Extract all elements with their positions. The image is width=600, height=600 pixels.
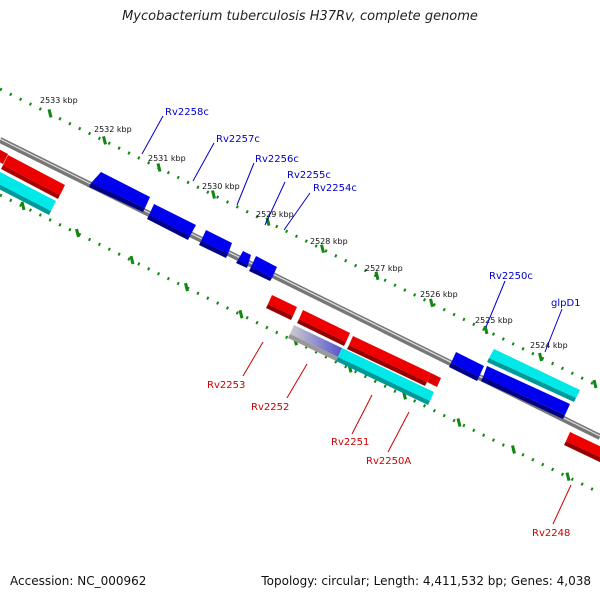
tick-label: 2530 kbp (202, 182, 240, 191)
leader-line (141, 115, 164, 155)
leader-line (351, 394, 373, 435)
major-tick (456, 418, 462, 427)
gene-rv2254c[interactable] (249, 256, 277, 281)
gene-label-rv2258c[interactable]: Rv2258c (165, 107, 209, 118)
gene-glpd1[interactable] (481, 366, 570, 419)
major-tick (511, 445, 516, 454)
leader-line (485, 280, 506, 328)
major-tick (184, 282, 189, 292)
outer-tick-track (0, 87, 600, 389)
leader-line (283, 192, 311, 231)
cds-left-cyan (0, 172, 56, 215)
leader-line (552, 484, 572, 525)
gene-rv2255c[interactable] (236, 251, 251, 268)
reverse-label-leaders (242, 341, 572, 525)
gene-label-rv2252[interactable]: Rv2252 (251, 402, 289, 413)
forward-label-leaders (141, 115, 563, 353)
gene-rv2257c[interactable] (147, 204, 196, 240)
leader-line (264, 181, 286, 226)
tick-labels: 2533 kbp 2532 kbp 2531 kbp 2530 kbp 2529… (40, 96, 568, 350)
leader-line (192, 142, 215, 182)
major-tick (429, 298, 434, 308)
gene-label-rv2248[interactable]: Rv2248 (532, 528, 570, 539)
cds-rv2252[interactable] (288, 325, 342, 361)
major-tick (565, 472, 571, 481)
gene-label-rv2255c[interactable]: Rv2255c (287, 170, 331, 181)
major-tick (75, 228, 80, 238)
leader-line (242, 341, 264, 377)
gene-rv2253[interactable] (266, 295, 297, 320)
leader-line (286, 363, 308, 399)
tick-label: 2527 kbp (365, 264, 403, 273)
gene-left-red (0, 149, 65, 199)
major-tick (47, 108, 53, 118)
gene-label-rv2250a[interactable]: Rv2250A (366, 456, 411, 467)
inner-tick-track (0, 193, 600, 495)
map-title: Mycobacterium tuberculosis H37Rv, comple… (122, 9, 478, 24)
gene-rv2248[interactable] (564, 432, 600, 464)
leader-line (236, 162, 255, 206)
major-tick (156, 163, 162, 172)
gene-rv2258c[interactable] (89, 172, 150, 212)
major-tick (102, 136, 107, 145)
gene-label-rv2253[interactable]: Rv2253 (207, 380, 245, 391)
gene-label-rv2257c[interactable]: Rv2257c (216, 134, 260, 145)
major-tick (483, 325, 489, 335)
major-tick (320, 244, 325, 254)
tick-label: 2526 kbp (420, 290, 458, 299)
reverse-gene-labels: Rv2253 Rv2252 Rv2251 Rv2250A Rv2248 (207, 380, 570, 539)
leader-line (544, 308, 563, 353)
tick-label: 2528 kbp (310, 237, 348, 246)
gene-rv2252[interactable] (297, 310, 350, 346)
major-tick (238, 309, 244, 319)
genome-summary-text: Topology: circular; Length: 4,411,532 bp… (261, 574, 591, 588)
tick-label: 2531 kbp (148, 154, 186, 163)
accession-text: Accession: NC_000962 (10, 574, 147, 588)
forward-gene-labels: Rv2258c Rv2257c Rv2256c Rv2255c Rv2254c … (165, 107, 581, 309)
outer-major-ticks (47, 108, 598, 389)
major-tick (20, 201, 26, 211)
tick-label: 2533 kbp (40, 96, 78, 105)
gene-label-rv2250c[interactable]: Rv2250c (489, 271, 533, 282)
gene-rv2256c[interactable] (199, 230, 232, 258)
tick-label: 2532 kbp (94, 125, 132, 134)
major-tick (129, 255, 135, 265)
gene-rv2251[interactable] (347, 336, 441, 387)
tick-label: 2525 kbp (475, 316, 513, 325)
major-tick (592, 379, 598, 389)
cds-rv2250a[interactable] (336, 348, 434, 405)
gene-label-glpd1[interactable]: glpD1 (551, 298, 581, 309)
cds-rv2250c[interactable] (487, 349, 580, 402)
tick-label: 2529 kbp (256, 210, 294, 219)
tick-label: 2524 kbp (530, 341, 568, 350)
gene-rv2250c[interactable] (449, 352, 484, 381)
major-tick (374, 271, 380, 281)
gene-label-rv2254c[interactable]: Rv2254c (313, 183, 357, 194)
major-tick (211, 190, 216, 199)
leader-line (387, 411, 410, 453)
major-tick (538, 352, 543, 362)
gene-label-rv2251[interactable]: Rv2251 (331, 437, 369, 448)
gene-label-rv2256c[interactable]: Rv2256c (255, 154, 299, 165)
